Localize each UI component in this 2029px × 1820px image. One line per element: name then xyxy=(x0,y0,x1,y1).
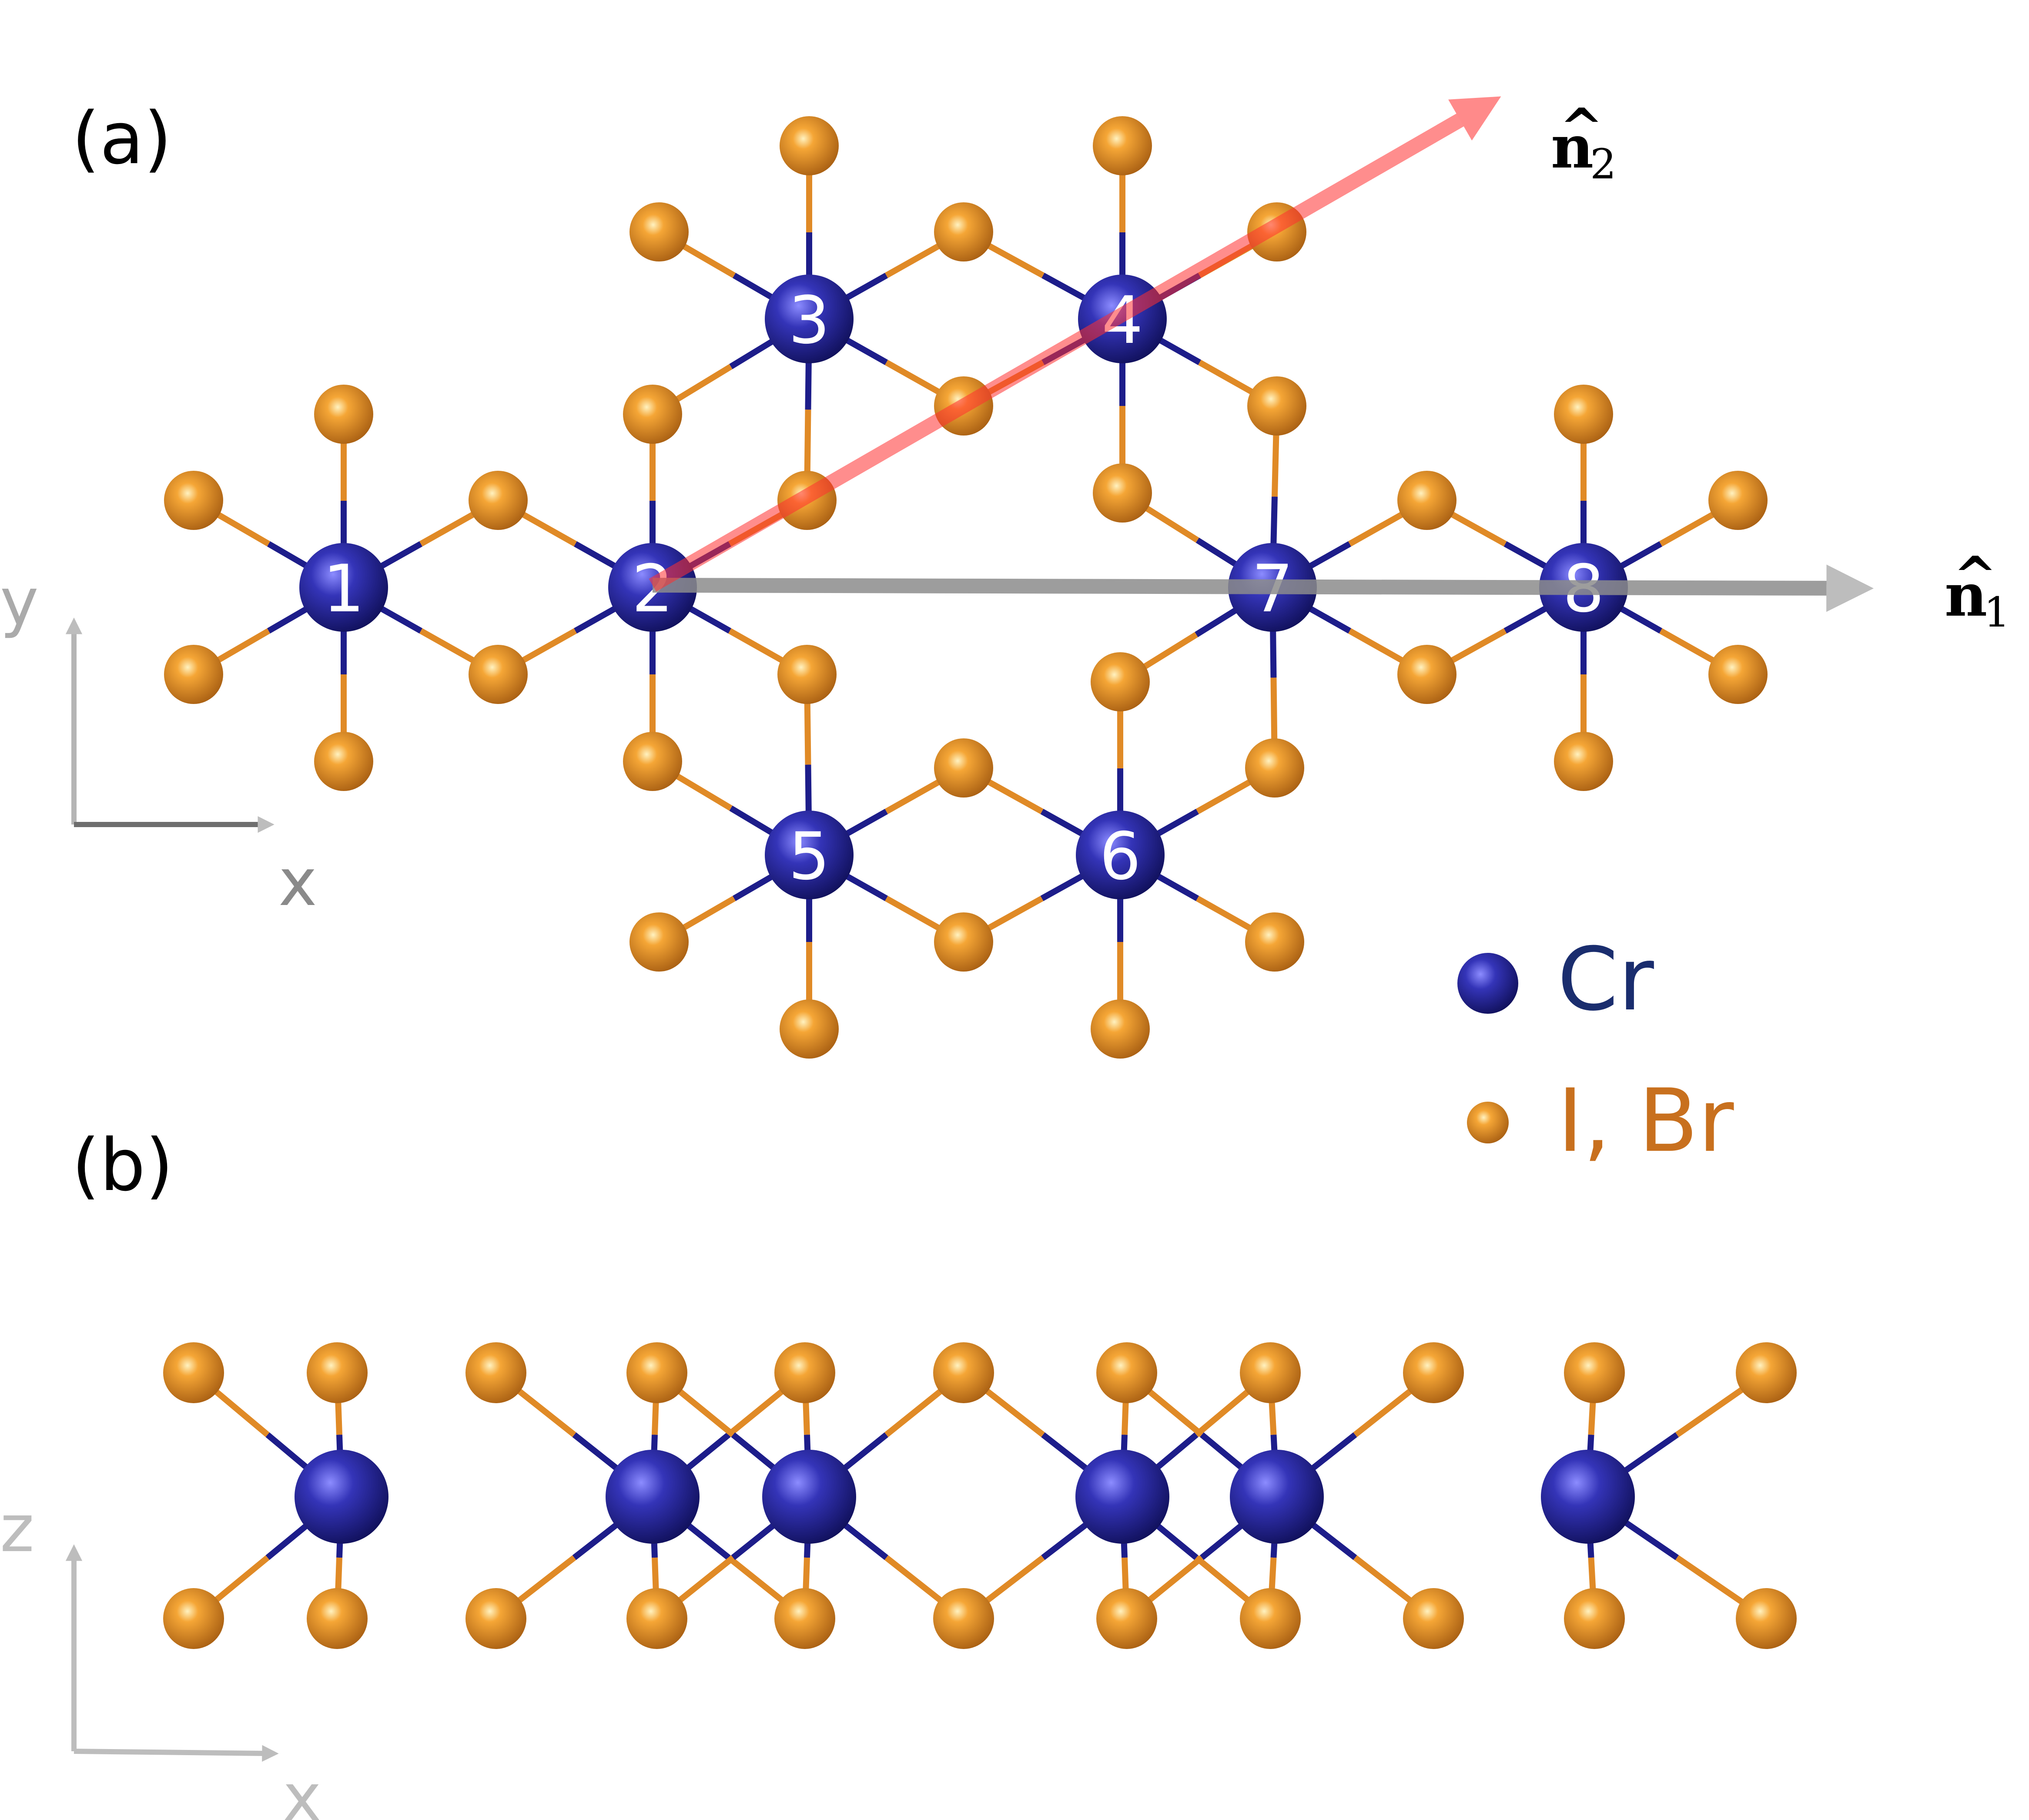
n2-symbol: n xyxy=(1551,112,1594,181)
axis-label-z: z xyxy=(0,1491,34,1567)
cr-atom xyxy=(295,1450,388,1544)
side-view-halide-atoms xyxy=(163,1342,1797,1649)
n1-hat: ^ xyxy=(1953,545,1997,607)
axis-label-x-a: x xyxy=(278,845,317,921)
side-view-bonds xyxy=(191,1370,1768,1621)
cr-atom xyxy=(765,275,854,363)
halide-atom xyxy=(1564,1588,1625,1649)
top-view-halide-atoms xyxy=(164,116,1768,1059)
side-view-lattice xyxy=(163,1342,1797,1649)
halide-atom xyxy=(163,1588,224,1649)
halide-atom xyxy=(469,471,528,530)
halide-atom xyxy=(1554,732,1613,791)
halide-atom xyxy=(1736,1588,1797,1649)
cr-site-label: 5 xyxy=(788,819,830,895)
halide-atom xyxy=(465,1342,526,1403)
n1-axis-arrow xyxy=(652,564,1874,612)
legend: Cr I, Br xyxy=(1457,929,1734,1172)
cr-site-label: 1 xyxy=(323,551,364,627)
n1-subscript: 1 xyxy=(1984,589,2010,637)
cr-atom xyxy=(1076,811,1165,899)
halide-atom xyxy=(1397,645,1456,704)
cr-site-label: 3 xyxy=(788,283,830,359)
halide-atom xyxy=(1397,471,1456,530)
cr-atom xyxy=(765,811,854,899)
halide-atom xyxy=(777,645,837,704)
halide-atom xyxy=(1708,471,1768,530)
halide-atom xyxy=(934,912,993,972)
legend-cr-swatch xyxy=(1457,953,1518,1014)
axes-xy: y x xyxy=(0,564,317,921)
legend-halide-label: I, Br xyxy=(1557,1070,1734,1172)
cr-atom xyxy=(299,543,388,632)
halide-atom xyxy=(307,1342,368,1403)
axis-label-y: y xyxy=(0,564,39,640)
panel-b-label: (b) xyxy=(72,1123,173,1207)
halide-atom xyxy=(307,1588,368,1649)
halide-atom xyxy=(1247,376,1306,436)
halide-atom xyxy=(1093,116,1152,175)
halide-atom xyxy=(469,645,528,704)
halide-atom xyxy=(623,732,682,791)
panel-a-label: (a) xyxy=(72,97,172,180)
halide-atom xyxy=(1403,1588,1464,1649)
halide-atom xyxy=(1093,463,1152,523)
cr-atom xyxy=(1075,1450,1169,1544)
halide-atom xyxy=(934,202,993,261)
halide-atom xyxy=(1245,738,1304,798)
halide-atom xyxy=(780,999,839,1059)
halide-atom xyxy=(1708,645,1768,704)
halide-atom xyxy=(1096,1342,1157,1403)
halide-atom xyxy=(1554,385,1613,444)
halide-atom xyxy=(1736,1342,1797,1403)
halide-atom xyxy=(1091,999,1150,1059)
n2-axis-arrow xyxy=(649,96,1501,592)
halide-atom xyxy=(629,912,689,972)
n1-label: ^ n 1 xyxy=(1945,545,2010,637)
n2-label: ^ n 2 xyxy=(1551,97,1616,188)
axes-xz: z x xyxy=(0,1491,321,1820)
cr-atom xyxy=(1230,1450,1324,1544)
halide-atom xyxy=(934,738,993,798)
halide-atom xyxy=(465,1588,526,1649)
cr-atom xyxy=(606,1450,700,1544)
halide-atom xyxy=(1096,1588,1157,1649)
halide-atom xyxy=(1403,1342,1464,1403)
n2-hat: ^ xyxy=(1560,97,1604,158)
n1-symbol: n xyxy=(1945,560,1987,630)
halide-atom xyxy=(629,202,689,261)
n2-subscript: 2 xyxy=(1590,141,1616,188)
halide-atom xyxy=(933,1342,994,1403)
cr-site-label: 6 xyxy=(1099,819,1141,895)
halide-atom xyxy=(626,1342,687,1403)
halide-atom xyxy=(164,645,223,704)
halide-atom xyxy=(933,1588,994,1649)
legend-halide-swatch xyxy=(1467,1102,1509,1143)
halide-atom xyxy=(626,1588,687,1649)
halide-atom xyxy=(314,385,373,444)
halide-atom xyxy=(163,1342,224,1403)
halide-atom xyxy=(1245,912,1304,972)
halide-atom xyxy=(1564,1342,1625,1403)
halide-atom xyxy=(314,732,373,791)
legend-cr-label: Cr xyxy=(1557,929,1654,1030)
halide-atom xyxy=(774,1342,835,1403)
cr-atom xyxy=(762,1450,856,1544)
halide-atom xyxy=(1240,1588,1301,1649)
halide-atom xyxy=(1091,652,1150,711)
halide-atom xyxy=(623,385,682,444)
side-view-cr-atoms xyxy=(295,1450,1635,1544)
halide-atom xyxy=(774,1588,835,1649)
axis-label-x-b: x xyxy=(283,1760,321,1820)
cr-atom xyxy=(1541,1450,1635,1544)
halide-atom xyxy=(780,116,839,175)
halide-atom xyxy=(1240,1342,1301,1403)
halide-atom xyxy=(164,471,223,530)
